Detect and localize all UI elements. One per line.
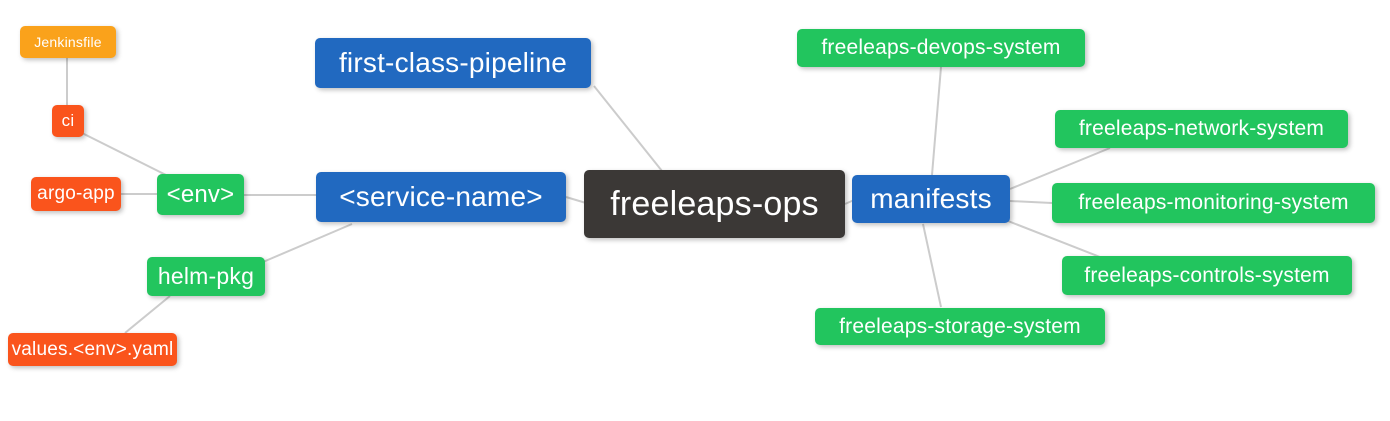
- node-values-env-yaml[interactable]: values.<env>.yaml: [8, 333, 177, 366]
- node-manifests[interactable]: manifests: [852, 175, 1010, 223]
- edge-first-class-pipeline-freeleaps-ops: [593, 85, 663, 172]
- node-storage-system[interactable]: freeleaps-storage-system: [815, 308, 1105, 345]
- node-monitoring-system[interactable]: freeleaps-monitoring-system: [1052, 183, 1375, 223]
- node-helm-pkg[interactable]: helm-pkg: [147, 257, 265, 296]
- node-network-system[interactable]: freeleaps-network-system: [1055, 110, 1348, 148]
- edge-helm-pkg-service-name: [262, 223, 353, 263]
- node-devops-system[interactable]: freeleaps-devops-system: [797, 29, 1085, 67]
- node-jenkinsfile[interactable]: Jenkinsfile: [20, 26, 116, 58]
- node-controls-system[interactable]: freeleaps-controls-system: [1062, 256, 1352, 295]
- edge-manifests-devops-system: [931, 66, 942, 176]
- edge-ci-env: [81, 132, 171, 178]
- edge-service-name-freeleaps-ops: [565, 196, 587, 204]
- node-env[interactable]: <env>: [157, 174, 244, 215]
- node-argo-app[interactable]: argo-app: [31, 177, 121, 211]
- edge-manifests-monitoring-system: [1009, 200, 1053, 204]
- node-service-name[interactable]: <service-name>: [316, 172, 566, 222]
- node-freeleaps-ops[interactable]: freeleaps-ops: [584, 170, 845, 238]
- node-ci[interactable]: ci: [52, 105, 84, 137]
- node-first-class-pipeline[interactable]: first-class-pipeline: [315, 38, 591, 88]
- edge-manifests-storage-system: [922, 223, 942, 308]
- edge-values-env-yaml-helm-pkg: [124, 295, 171, 334]
- edge-manifests-controls-system: [1007, 220, 1101, 258]
